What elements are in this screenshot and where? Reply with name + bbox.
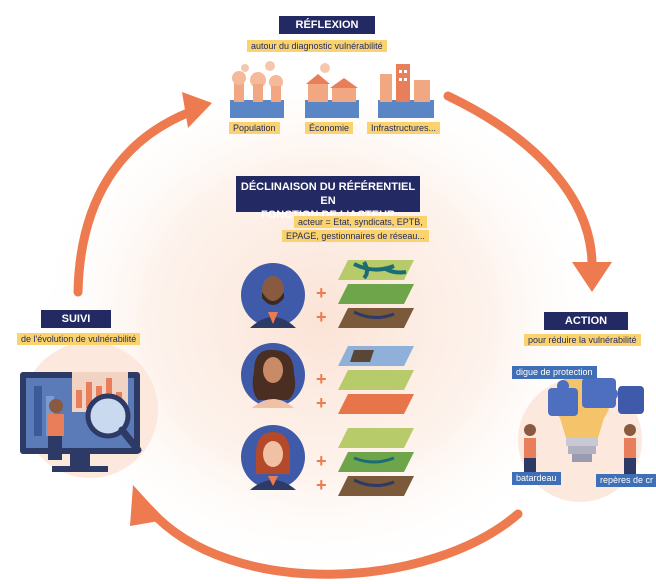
suivi-subtitle: de l'évolution de vulnérabilité — [17, 333, 141, 345]
plus-sign: + — [316, 393, 327, 413]
map-layer-stack-3 — [338, 428, 414, 496]
center-glow — [30, 60, 610, 580]
reflexion-subtitle: autour du diagnostic vulnérabilité — [247, 40, 387, 52]
arrow-action-to-suivi-head — [130, 485, 165, 526]
persona-woman-curly-icon — [241, 343, 305, 408]
persona-woman-icon — [241, 425, 305, 490]
arrow-suivi-to-reflexion — [73, 107, 195, 297]
lightbulb-puzzle-icon — [518, 372, 644, 502]
arrow-reflexion-to-action — [443, 91, 597, 267]
plus-sign: + — [316, 475, 327, 495]
suivi-title: SUIVI — [41, 310, 111, 328]
persona-man-icon — [241, 263, 305, 328]
economie-icon — [305, 63, 359, 118]
arrow-action-to-suivi — [145, 505, 523, 579]
arrow-suivi-to-reflexion-head — [182, 92, 212, 128]
declinaison-sub-line1: acteur = Etat, syndicats, EPTB, — [294, 216, 427, 228]
plus-sign: + — [316, 369, 327, 389]
declinaison-title: DÉCLINAISON DU RÉFÉRENTIEL EN FONCTION D… — [236, 176, 420, 221]
map-layer-stack-1 — [338, 260, 414, 328]
arrow-reflexion-to-action-head — [572, 262, 612, 292]
plus-sign: + — [316, 307, 327, 327]
action-subtitle: pour réduire la vulnérabilité — [524, 334, 641, 346]
plus-sign: + — [316, 283, 327, 303]
reflexion-item-population: Population — [229, 122, 280, 134]
action-tag-reperes: repères de cr — [596, 474, 656, 487]
plus-sign: + — [316, 451, 327, 471]
population-icon — [230, 61, 284, 118]
declinaison-title-line1: DÉCLINAISON DU RÉFÉRENTIEL EN — [240, 181, 416, 207]
monitor-icon — [20, 342, 158, 478]
action-tag-digue: digue de protection — [512, 366, 597, 379]
reflexion-title: RÉFLEXION — [279, 16, 375, 34]
declinaison-sub-line2: EPAGE, gestionnaires de réseau... — [282, 230, 429, 242]
reflexion-item-infrastructures: Infrastructures... — [367, 122, 441, 134]
infrastructures-icon — [378, 64, 434, 118]
reflexion-item-economie: Économie — [305, 122, 354, 134]
map-layer-stack-2 — [338, 346, 414, 414]
action-tag-batardeau: batardeau — [512, 472, 561, 485]
action-title: ACTION — [544, 312, 628, 330]
